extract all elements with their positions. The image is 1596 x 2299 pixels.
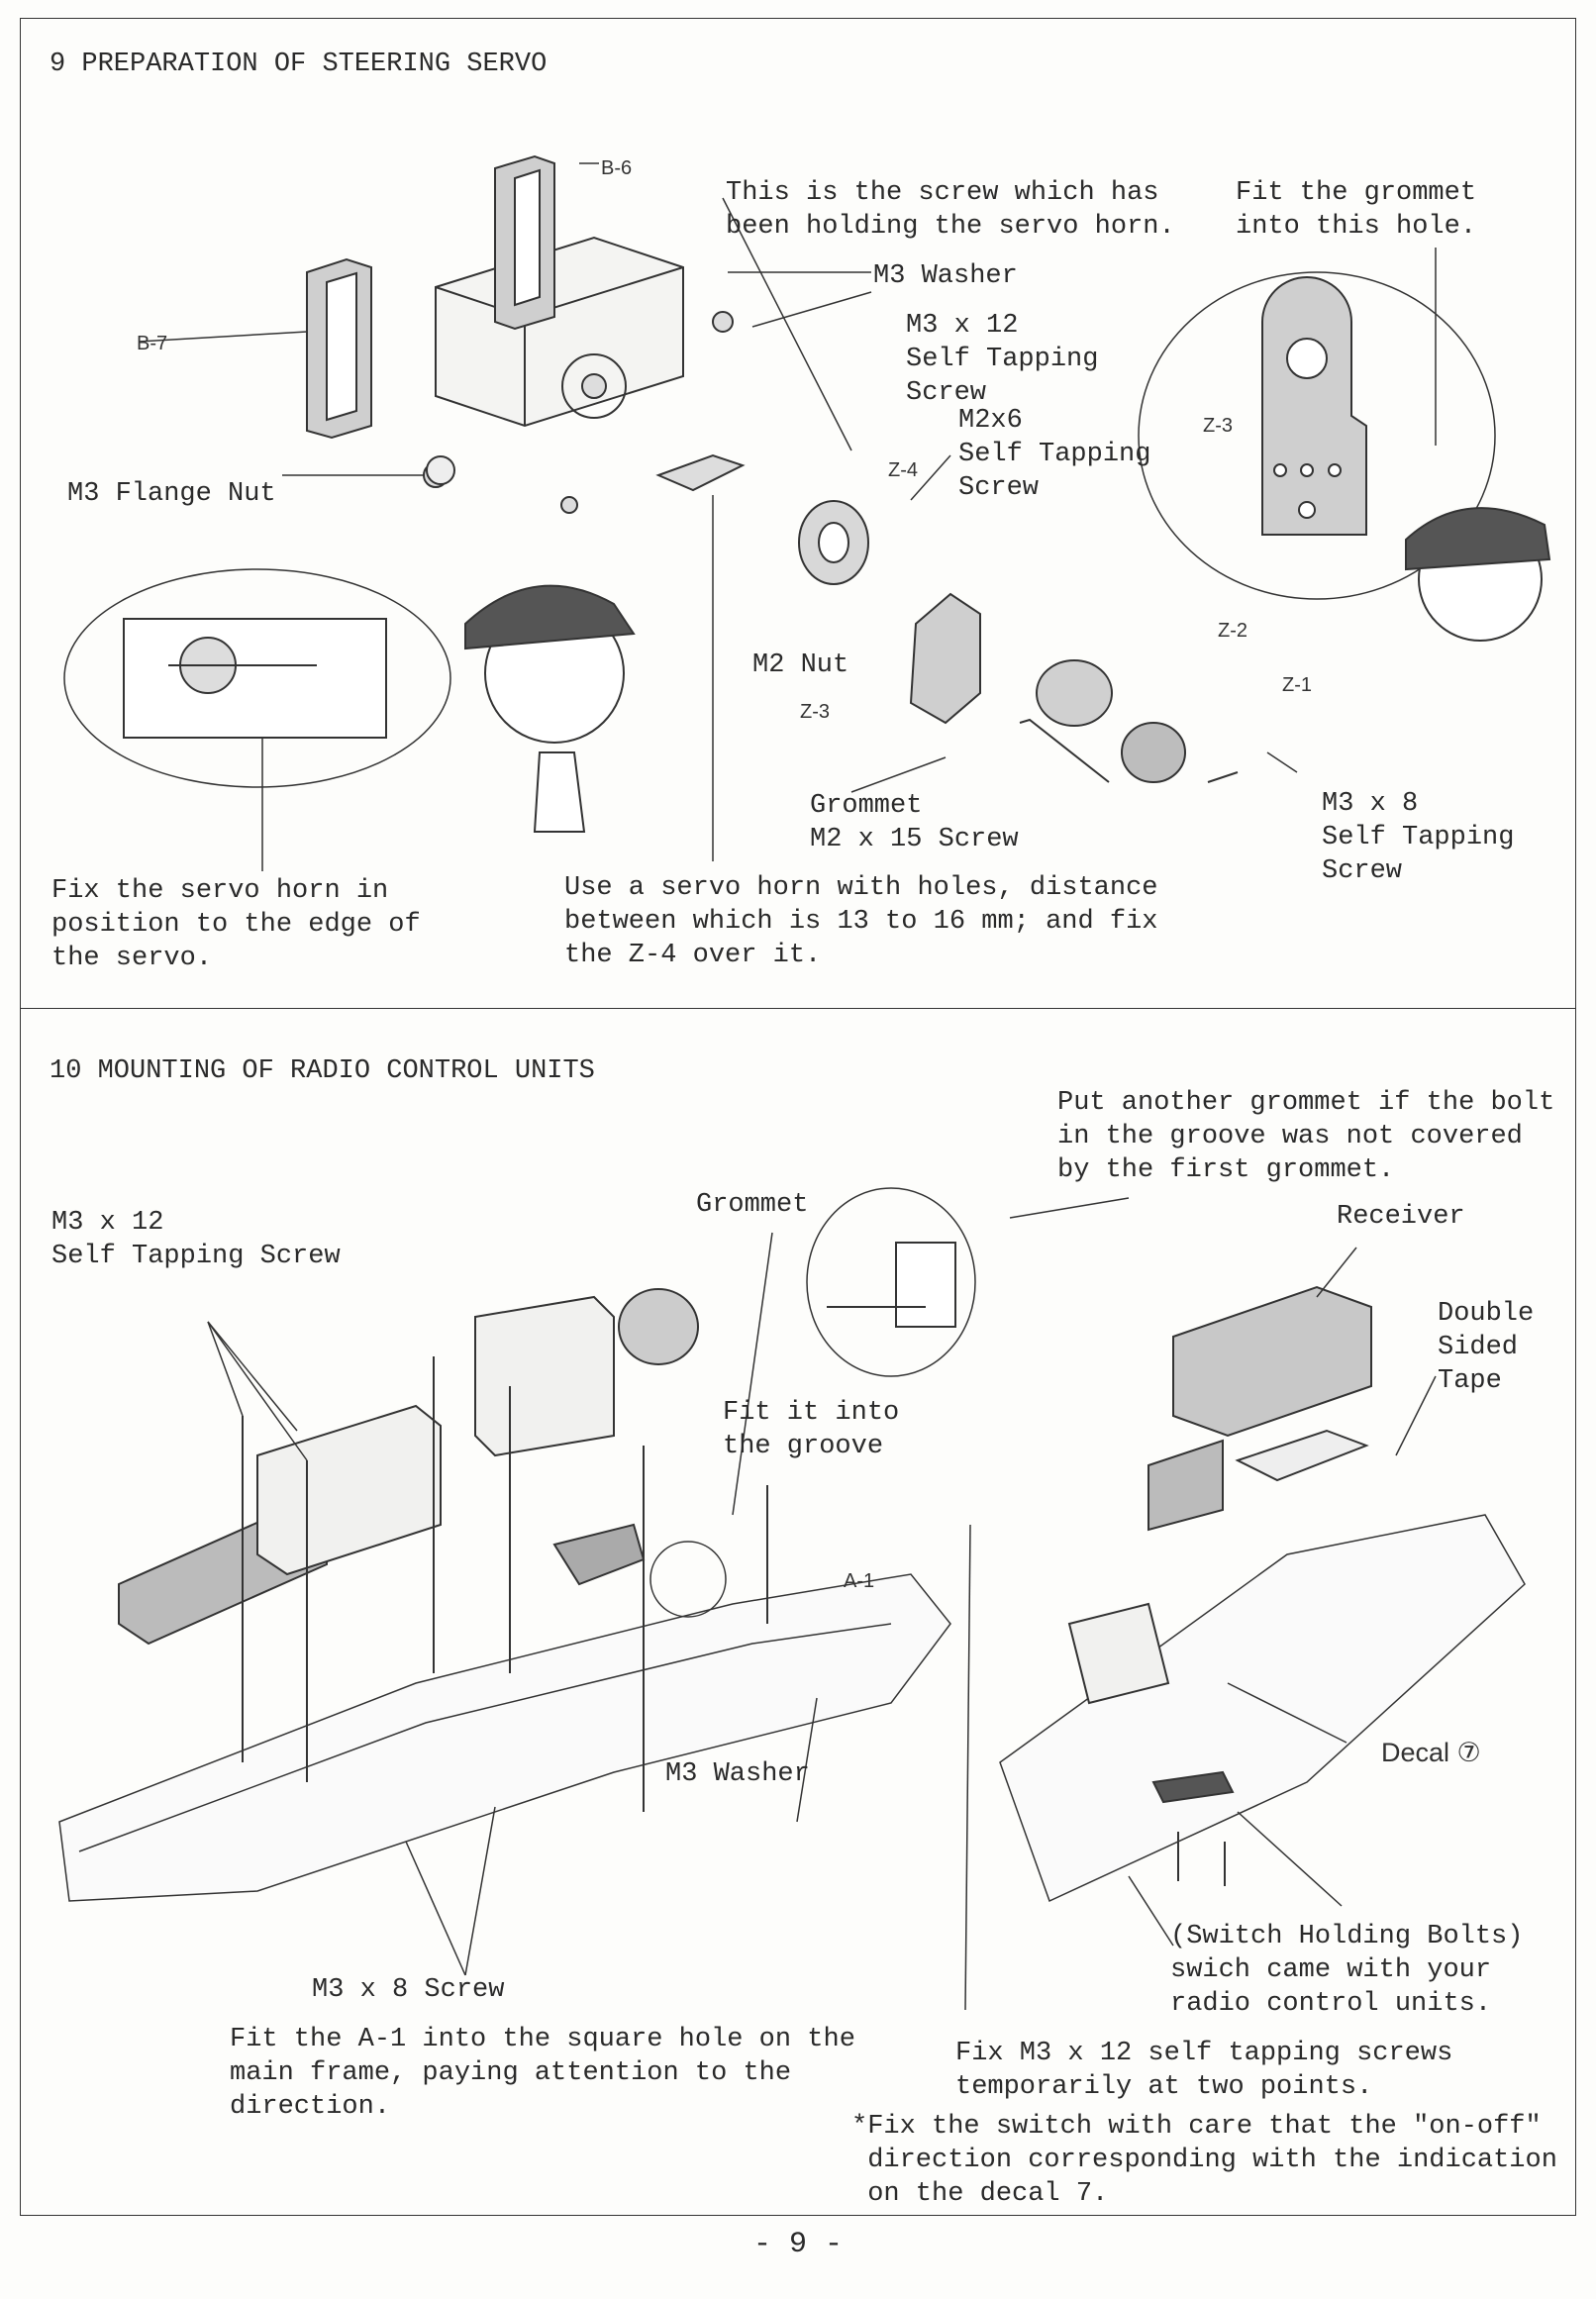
note-fix-m3x12-line1: Fix M3 x 12 self tapping screws <box>955 2039 1453 2068</box>
zoom-bubble-servo-horn <box>63 568 451 788</box>
label-m3x8-line3: Screw <box>1322 856 1403 886</box>
label-m3x8-line2: Self Tapping <box>1322 823 1515 852</box>
callout-screw-line2: been holding the servo horn. <box>726 212 1175 242</box>
screws-section10 <box>242 1356 1226 1886</box>
part-label-z3: Z-3 <box>800 701 830 723</box>
note-switch-line1: *Fix the switch with care that the "on-o… <box>851 2112 1542 2142</box>
servo-body-illustration <box>435 236 684 428</box>
callout-grommet-line2: into this hole. <box>1236 212 1477 242</box>
label-grommet: Grommet <box>810 791 923 821</box>
note-switch-line2: direction corresponding with the indicat… <box>851 2146 1557 2175</box>
note-another-grommet-line2: in the groove was not covered <box>1057 1122 1523 1151</box>
label-switch-bolts-line2: swich came with your <box>1170 1955 1492 1985</box>
chassis-frame-illustration <box>58 1514 1526 1903</box>
part-label-z1: Z-1 <box>1282 674 1312 696</box>
part-label-z4: Z-4 <box>888 459 918 481</box>
note-horn-holes-line2: between which is 13 to 16 mm; and fix <box>564 907 1158 937</box>
leader-lines-section9 <box>138 162 1437 871</box>
mascot-character-1 <box>464 584 636 833</box>
note-another-grommet-line1: Put another grommet if the bolt <box>1057 1088 1555 1118</box>
mascot-character-2 <box>1405 507 1551 642</box>
label-m2x15-screw: M2 x 15 Screw <box>810 825 1019 854</box>
part-label-z2: Z-2 <box>1218 620 1247 642</box>
note-switch-line3: on the decal 7. <box>851 2179 1109 2209</box>
label-m2-nut: M2 Nut <box>752 650 849 680</box>
label-m3x12-line1: M3 x 12 <box>906 311 1019 341</box>
zoom-bubble-grommet <box>1138 271 1496 600</box>
callout-grommet-line1: Fit the grommet <box>1236 178 1477 208</box>
part-label-b7: B-7 <box>137 333 168 354</box>
note-horn-edge-line3: the servo. <box>51 944 213 973</box>
section-9-title: 9 PREPARATION OF STEERING SERVO <box>50 50 548 79</box>
note-horn-edge-line1: Fix the servo horn in <box>51 876 389 906</box>
label-tape-line3: Tape <box>1438 1366 1502 1396</box>
part-label-a1: A-1 <box>844 1570 875 1592</box>
note-another-grommet-line3: by the first grommet. <box>1057 1155 1395 1185</box>
label-m3x12-s10-line1: M3 x 12 <box>51 1208 164 1238</box>
section-10-title: 10 MOUNTING OF RADIO CONTROL UNITS <box>50 1056 595 1086</box>
note-a1-line1: Fit the A-1 into the square hole on the <box>230 2025 855 2054</box>
note-horn-holes-line3: the Z-4 over it. <box>564 941 822 970</box>
label-m3x12-line3: Screw <box>906 378 987 408</box>
note-horn-holes-line1: Use a servo horn with holes, distance <box>564 873 1158 903</box>
label-receiver: Receiver <box>1337 1202 1465 1232</box>
label-tape-line1: Double <box>1438 1299 1535 1329</box>
note-a1-line3: direction. <box>230 2092 391 2122</box>
servo-mount-b7-illustration <box>306 257 372 440</box>
part-label-b6: B-6 <box>601 157 633 179</box>
label-m3-washer-s10: M3 Washer <box>665 1759 810 1789</box>
label-m2x6-line1: M2x6 <box>958 406 1023 436</box>
servo-mount-b6-illustration <box>494 154 555 331</box>
label-m3-flange-nut: M3 Flange Nut <box>67 479 276 509</box>
label-m2x6-line3: Screw <box>958 473 1040 503</box>
label-m2x6-line2: Self Tapping <box>958 440 1151 469</box>
section-divider <box>20 1008 1576 1009</box>
part-label-z3-zoom: Z-3 <box>1203 415 1233 437</box>
label-m3x12-s10-line2: Self Tapping Screw <box>51 1242 341 1271</box>
label-decal: Decal ⑦ <box>1381 1738 1481 1767</box>
page-number: - 9 - <box>752 2228 843 2261</box>
note-horn-edge-line2: position to the edge of <box>51 910 421 940</box>
label-m3-washer: M3 Washer <box>873 261 1018 291</box>
label-m3x12-line2: Self Tapping <box>906 345 1099 374</box>
label-m3x8-line1: M3 x 8 <box>1322 789 1419 819</box>
receiver-and-switch-illustration <box>1067 1285 1372 1804</box>
label-fit-groove-line2: the groove <box>723 1432 884 1461</box>
page-frame <box>20 18 1576 2216</box>
steering-servo-mounted-illustration <box>118 1404 442 1646</box>
label-fit-groove-line1: Fit it into <box>723 1398 900 1428</box>
leader-lines-section10 <box>207 1197 1437 2011</box>
servo-horn-parts-illustration <box>423 311 1239 783</box>
label-switch-bolts-line1: (Switch Holding Bolts) <box>1170 1922 1524 1951</box>
label-tape-line2: Sided <box>1438 1333 1519 1362</box>
label-switch-bolts-line3: radio control units. <box>1170 1989 1492 2019</box>
note-a1-line2: main frame, paying attention to the <box>230 2058 792 2088</box>
throttle-servo-illustration <box>474 1288 727 1618</box>
label-m3x8-screw-s10: M3 x 8 Screw <box>312 1975 505 2005</box>
label-grommet-s10: Grommet <box>696 1190 809 1220</box>
groove-zoom-bubble <box>806 1187 976 1377</box>
callout-screw-line1: This is the screw which has <box>726 178 1159 208</box>
note-fix-m3x12-line2: temporarily at two points. <box>955 2072 1373 2102</box>
